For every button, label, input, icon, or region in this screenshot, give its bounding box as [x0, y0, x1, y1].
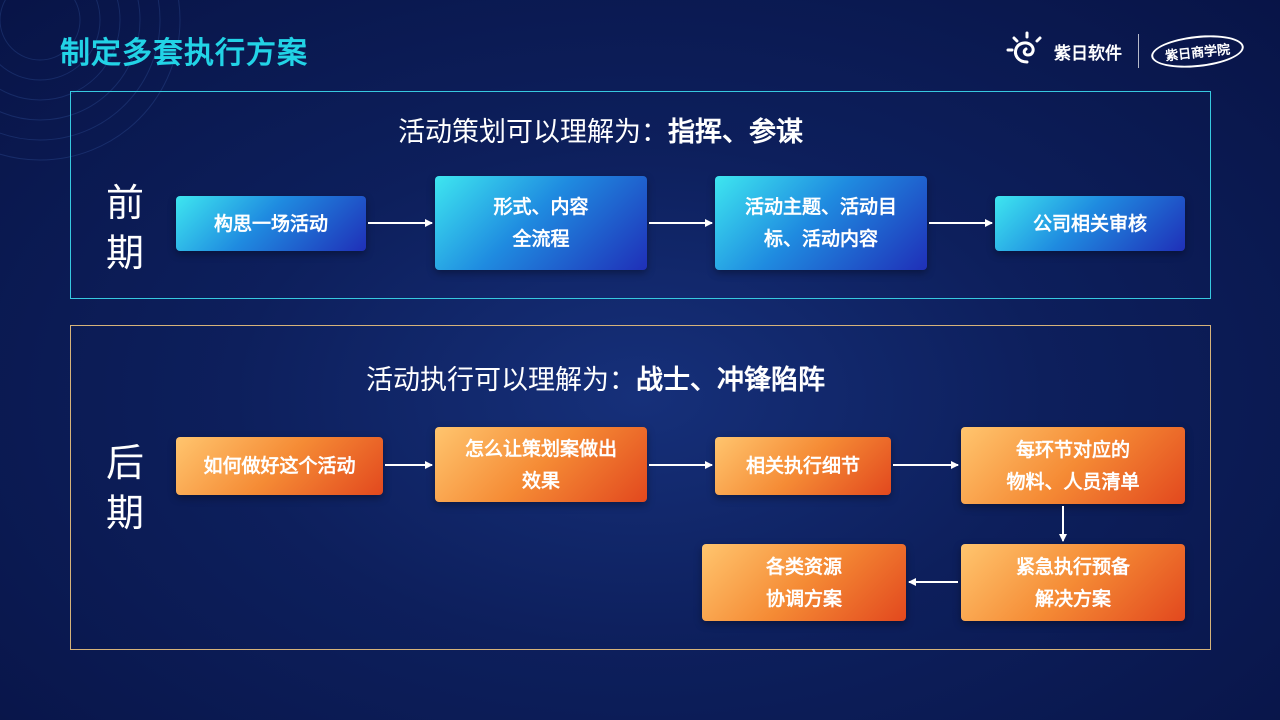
late-step-1: 如何做好这个活动: [176, 437, 383, 495]
early-step-2: 形式、内容 全流程: [435, 176, 647, 270]
academy-badge: 紫日商学院: [1149, 30, 1246, 72]
early-subtitle-prefix: 活动策划可以理解为：: [398, 117, 668, 148]
brand-logo: 紫日软件 紫日商学院: [1004, 26, 1246, 76]
late-phase-label: 后 期: [100, 438, 150, 538]
page-title: 制定多套执行方案: [60, 36, 308, 71]
late-phase-panel: [70, 325, 1211, 650]
brand-name: 紫日软件: [1053, 43, 1122, 64]
late-step-4-label: 每环节对应的 物料、人员清单: [1006, 438, 1140, 493]
early-step-3: 活动主题、活动目 标、活动内容: [715, 176, 927, 270]
late-step-4: 每环节对应的 物料、人员清单: [961, 427, 1185, 504]
early-subtitle-emphasis: 指挥、参谋: [668, 117, 803, 148]
late-phase-char-1: 后: [105, 441, 144, 485]
early-phase-label: 前 期: [100, 178, 150, 278]
early-phase-char-2: 期: [105, 231, 144, 275]
early-step-1-label: 构思一场活动: [213, 212, 328, 235]
late-step-6-label: 各类资源 协调方案: [765, 555, 842, 610]
late-step-2: 怎么让策划案做出 效果: [435, 427, 647, 502]
early-step-4: 公司相关审核: [995, 196, 1185, 251]
late-step-6: 各类资源 协调方案: [702, 544, 906, 621]
early-step-3-label: 活动主题、活动目 标、活动内容: [744, 196, 897, 250]
late-step-3-label: 相关执行细节: [745, 455, 860, 477]
early-phase-subtitle: 活动策划可以理解为：指挥、参谋: [398, 110, 803, 149]
early-step-1: 构思一场活动: [176, 196, 366, 251]
late-step-1-label: 如何做好这个活动: [203, 455, 356, 477]
late-phase-char-2: 期: [105, 491, 144, 535]
late-subtitle-prefix: 活动执行可以理解为：: [366, 365, 636, 396]
late-phase-subtitle: 活动执行可以理解为：战士、冲锋陷阵: [366, 358, 825, 397]
late-step-3: 相关执行细节: [715, 437, 891, 495]
early-step-4-label: 公司相关审核: [1032, 212, 1147, 235]
early-step-2-label: 形式、内容 全流程: [493, 196, 589, 250]
early-phase-char-1: 前: [105, 181, 144, 225]
late-subtitle-emphasis: 战士、冲锋陷阵: [636, 365, 825, 396]
late-step-2-label: 怎么让策划案做出 效果: [464, 437, 617, 492]
sun-logo-icon: [1006, 31, 1042, 64]
late-step-5: 紧急执行预备 解决方案: [961, 544, 1185, 621]
late-step-5-label: 紧急执行预备 解决方案: [1015, 555, 1130, 610]
logo-divider: [1137, 34, 1139, 68]
early-phase-panel: [70, 91, 1211, 299]
